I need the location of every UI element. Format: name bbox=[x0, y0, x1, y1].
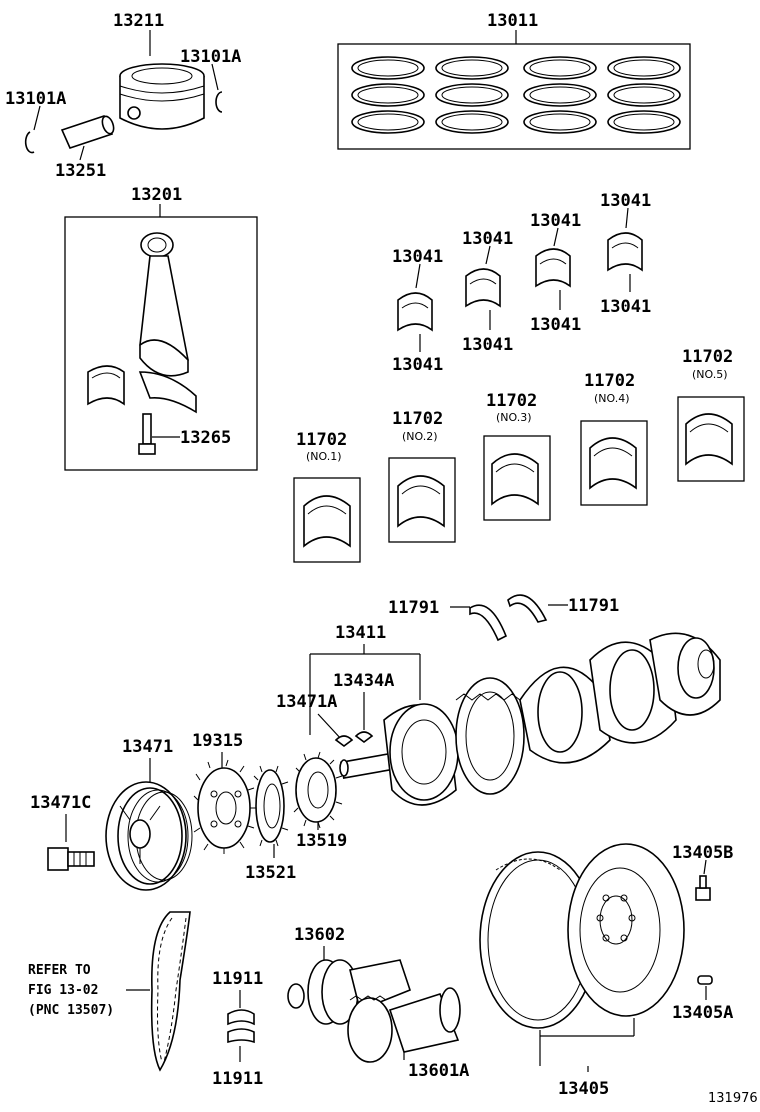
label-rod-bearing-4-bottom: 13041 bbox=[600, 297, 651, 317]
label-flywheel-bolt: 13405B bbox=[672, 843, 733, 863]
label-pulley: 13471 bbox=[122, 737, 173, 757]
label-rod-bearing-3-bottom: 13041 bbox=[530, 315, 581, 335]
refer-line-2: FIG 13-02 bbox=[28, 983, 98, 998]
figure-id: 131976 bbox=[708, 1091, 758, 1106]
label-piston-pin: 13251 bbox=[55, 161, 106, 181]
main-bearing-4-box bbox=[580, 420, 648, 506]
label-rod-bolt: 13265 bbox=[180, 428, 231, 448]
sprocket-illustration bbox=[193, 759, 256, 854]
timing-chain-illustration bbox=[150, 911, 191, 1072]
main-bearing-5-box bbox=[677, 396, 745, 482]
label-thrust-washer-right: 11791 bbox=[568, 596, 619, 616]
rod-bearing-2 bbox=[465, 268, 501, 308]
crankshaft-illustration bbox=[339, 632, 721, 806]
keys-illustration bbox=[334, 731, 374, 747]
piston-illustration bbox=[119, 63, 205, 130]
label-thrust-washer-left: 11791 bbox=[388, 598, 439, 618]
snap-ring-right-illustration bbox=[215, 91, 223, 113]
connecting-rod-box bbox=[64, 216, 258, 471]
rod-bearing-3 bbox=[535, 248, 571, 288]
main-bearing-2-position: (NO.2) bbox=[402, 430, 438, 443]
flywheel-bolt-illustration bbox=[695, 875, 711, 901]
label-main-bearing-5: 11702 bbox=[682, 347, 733, 367]
bearing-pair-illustration bbox=[227, 1009, 255, 1044]
thrust-washer-right-illustration bbox=[507, 594, 548, 623]
label-snap-ring-right: 13101A bbox=[180, 47, 241, 67]
label-rod-bearing-2-bottom: 13041 bbox=[462, 335, 513, 355]
label-piston: 13211 bbox=[113, 11, 164, 31]
pulley-illustration bbox=[105, 781, 193, 891]
label-balance-shaft-a: 13601A bbox=[408, 1061, 469, 1081]
piston-rings-illustration bbox=[351, 56, 681, 134]
balance-shaft-illustration bbox=[287, 959, 461, 1063]
rod-bearing-4 bbox=[607, 232, 643, 272]
label-rod-bearing-2-top: 13041 bbox=[462, 229, 513, 249]
main-bearing-2 bbox=[397, 475, 445, 528]
label-flywheel-pin: 13405A bbox=[672, 1003, 733, 1023]
connecting-rod-illustration bbox=[87, 232, 197, 414]
main-bearing-1 bbox=[303, 495, 351, 548]
label-bearing-pair-bottom: 11911 bbox=[212, 1069, 263, 1089]
main-bearing-1-position: (NO.1) bbox=[306, 450, 342, 463]
label-rod-bearing-1-bottom: 13041 bbox=[392, 355, 443, 375]
rod-bolt-illustration bbox=[138, 413, 156, 455]
label-rod-bearing-3-top: 13041 bbox=[530, 211, 581, 231]
label-pulley-bolt: 13471C bbox=[30, 793, 91, 813]
label-key-a: 13434A bbox=[333, 671, 394, 691]
snap-ring-left-illustration bbox=[24, 131, 35, 154]
main-bearing-5 bbox=[685, 413, 733, 466]
label-main-bearing-1: 11702 bbox=[296, 430, 347, 450]
main-bearing-2-box bbox=[388, 457, 456, 543]
label-flywheel: 13405 bbox=[558, 1079, 609, 1099]
flywheel-pin-illustration bbox=[697, 975, 713, 985]
main-bearing-3-position: (NO.3) bbox=[496, 411, 532, 424]
refer-line-3: (PNC 13507) bbox=[28, 1003, 114, 1018]
label-rod-bearing-1-top: 13041 bbox=[392, 247, 443, 267]
ring-set-box bbox=[337, 43, 691, 150]
timing-gear-illustration bbox=[293, 751, 343, 829]
label-timing-gear: 13519 bbox=[296, 831, 347, 851]
label-plate: 13521 bbox=[245, 863, 296, 883]
plate-illustration bbox=[253, 765, 289, 847]
pulley-bolt-illustration bbox=[47, 847, 95, 871]
label-main-bearing-4: 11702 bbox=[584, 371, 635, 391]
thrust-washer-left-illustration bbox=[469, 604, 508, 642]
label-balance-shaft: 13602 bbox=[294, 925, 345, 945]
flywheel-illustration bbox=[567, 843, 685, 1017]
label-crankshaft: 13411 bbox=[335, 623, 386, 643]
label-sprocket: 19315 bbox=[192, 731, 243, 751]
rod-bearing-1 bbox=[397, 292, 433, 332]
main-bearing-5-position: (NO.5) bbox=[692, 368, 728, 381]
main-bearing-3-box bbox=[483, 435, 551, 521]
label-key-b: 13471A bbox=[276, 692, 337, 712]
label-bearing-pair-top: 11911 bbox=[212, 969, 263, 989]
main-bearing-4-position: (NO.4) bbox=[594, 392, 630, 405]
main-bearing-4 bbox=[589, 437, 637, 490]
label-snap-ring-left: 13101A bbox=[5, 89, 66, 109]
label-ring-set: 13011 bbox=[487, 11, 538, 31]
main-bearing-3 bbox=[491, 453, 539, 506]
piston-pin-illustration bbox=[60, 115, 115, 149]
label-main-bearing-3: 11702 bbox=[486, 391, 537, 411]
label-main-bearing-2: 11702 bbox=[392, 409, 443, 429]
main-bearing-1-box bbox=[293, 477, 361, 563]
label-connecting-rod: 13201 bbox=[131, 185, 182, 205]
label-rod-bearing-4-top: 13041 bbox=[600, 191, 651, 211]
refer-line-1: REFER TO bbox=[28, 963, 91, 978]
